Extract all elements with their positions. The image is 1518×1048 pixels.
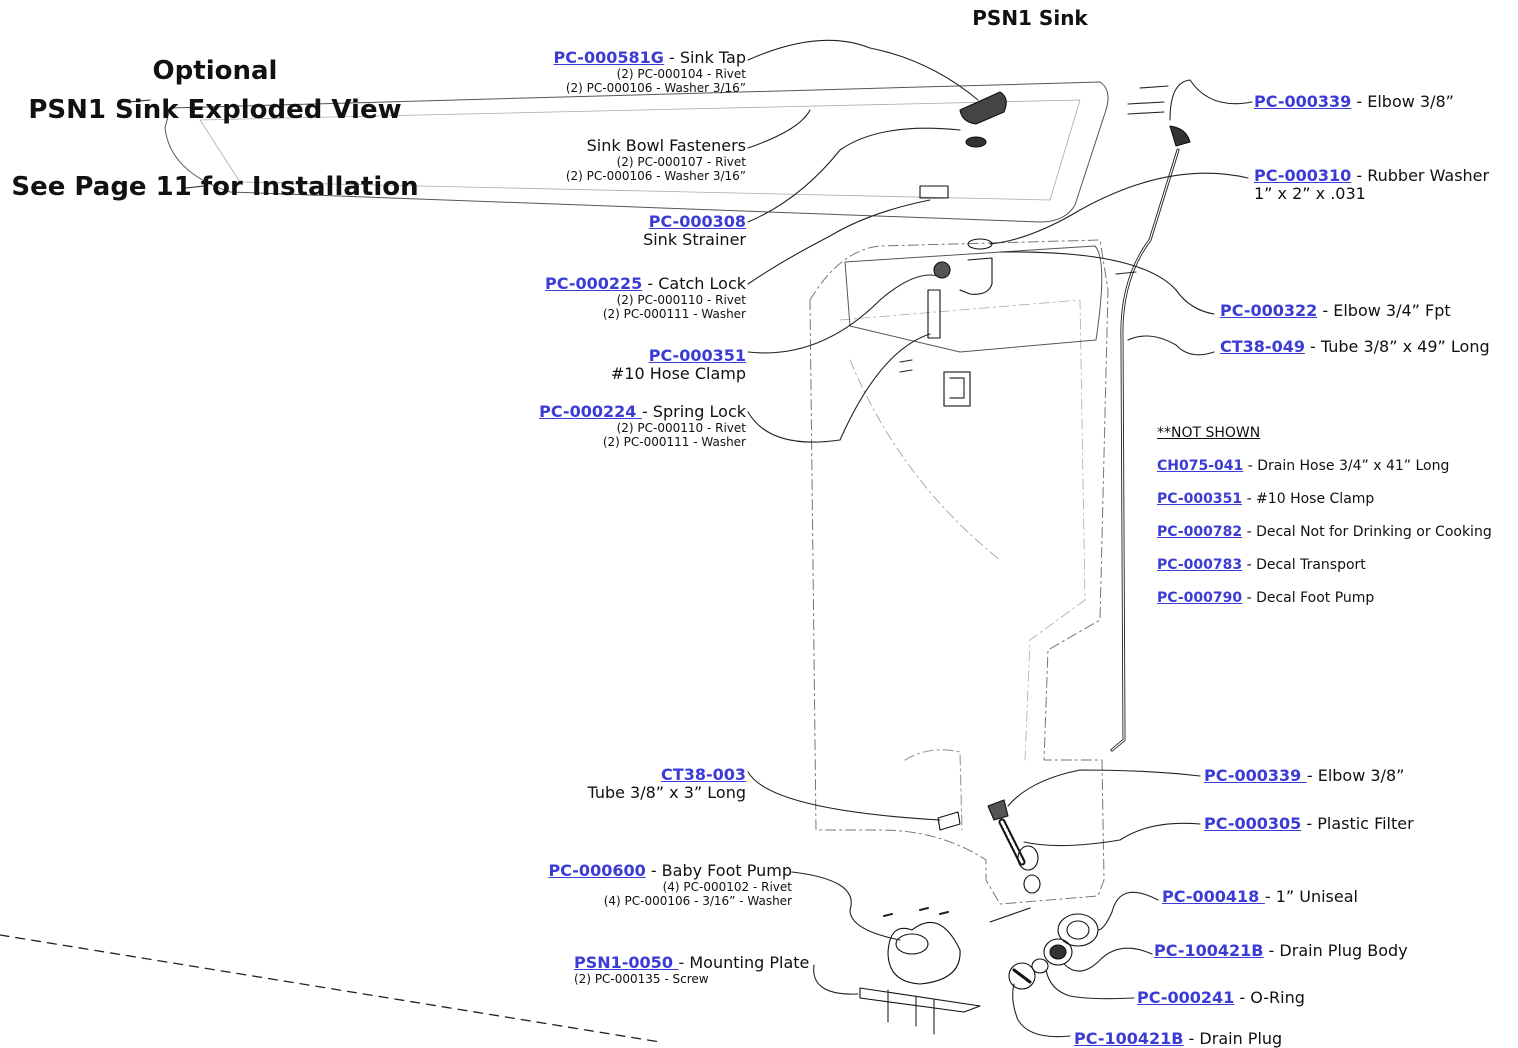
not-shown-item: PC-000783 - Decal Transport xyxy=(1157,557,1366,573)
callout-catch-lock: PC-000225 - Catch Lock (2) PC-000110 - R… xyxy=(545,274,746,322)
callout-desc: #10 Hose Clamp xyxy=(610,364,746,383)
callout-desc: - Elbow 3/8” xyxy=(1306,766,1405,785)
callout-elbow-bottom: PC-000339 - Elbow 3/8” xyxy=(1204,767,1404,785)
callout-desc: - 1” Uniseal xyxy=(1264,887,1358,906)
page-header: PSN1 Sink xyxy=(972,6,1088,30)
callout-sub: (2) PC-000107 - Rivet xyxy=(616,155,746,169)
callout-spring-lock: PC-000224 - Spring Lock (2) PC-000110 - … xyxy=(539,402,746,450)
psn-logo xyxy=(943,371,971,407)
callout-o-ring: PC-000241 - O-Ring xyxy=(1137,989,1305,1007)
side-title-optional: Optional xyxy=(152,56,278,86)
callout-desc: - Elbow 3/8” xyxy=(1351,92,1454,111)
callout-sub: (2) PC-000110 - Rivet xyxy=(616,421,746,435)
callout-sub: (2) PC-000111 - Washer xyxy=(602,435,746,449)
callout-sub: (2) PC-000106 - Washer 3/16” xyxy=(565,169,746,183)
not-shown-item: PC-000782 - Decal Not for Drinking or Co… xyxy=(1157,524,1492,540)
callout-desc: Sink Bowl Fasteners xyxy=(586,136,746,155)
part-link-o-ring[interactable]: PC-000241 xyxy=(1137,988,1235,1007)
callout-sub: (4) PC-000106 - 3/16” - Washer xyxy=(603,894,792,908)
callout-uniseal: PC-000418 - 1” Uniseal xyxy=(1162,888,1358,906)
side-title-exploded-view: PSN1 Sink Exploded View xyxy=(28,95,402,125)
tank-body xyxy=(809,239,1109,905)
part-link-decal-transport[interactable]: PC-000783 xyxy=(1157,557,1243,573)
part-link-rubber-washer[interactable]: PC-000310 xyxy=(1254,166,1352,185)
callout-sink-strainer: PC-000308 Sink Strainer xyxy=(643,213,746,249)
callout-sub: (2) PC-000106 - Washer 3/16” xyxy=(565,81,746,95)
callout-desc: - Catch Lock xyxy=(642,274,746,293)
part-link-baby-foot-pump[interactable]: PC-000600 xyxy=(548,861,646,880)
callout-drain-plug: PC-100421B - Drain Plug xyxy=(1074,1030,1282,1048)
callout-elbow-fpt: PC-000322 - Elbow 3/4” Fpt xyxy=(1220,302,1451,320)
sink-bowl xyxy=(164,81,1109,223)
callout-sub: (2) PC-000111 - Washer xyxy=(602,307,746,321)
callout-long-tube: CT38-049 - Tube 3/8” x 49” Long xyxy=(1220,338,1490,356)
callout-mounting-plate: PSN1-0050 - Mounting Plate (2) PC-000135… xyxy=(574,953,810,987)
callout-drain-plug-body: PC-100421B - Drain Plug Body xyxy=(1154,942,1408,960)
part-link-drain-hose[interactable]: CH075-041 xyxy=(1157,458,1244,474)
part-link-hose-clamp-ns[interactable]: PC-000351 xyxy=(1157,491,1243,507)
part-link-decal-drinking[interactable]: PC-000782 xyxy=(1157,524,1243,540)
callout-hose-clamp: PC-000351 #10 Hose Clamp xyxy=(611,347,746,383)
callout-sub: (2) PC-000104 - Rivet xyxy=(616,67,746,81)
callout-desc: - Baby Foot Pump xyxy=(645,861,792,880)
side-note-installation: See Page 11 for Installation xyxy=(11,172,419,202)
not-shown-desc: - #10 Hose Clamp xyxy=(1242,491,1375,507)
foot-pump-drawing xyxy=(887,921,961,985)
part-link-hose-clamp[interactable]: PC-000351 xyxy=(648,346,746,365)
callout-desc: - Sink Tap xyxy=(663,48,746,67)
callout-sub: (2) PC-000110 - Rivet xyxy=(616,293,746,307)
not-shown-desc: - Drain Hose 3/4” x 41” Long xyxy=(1243,458,1450,474)
part-link-short-tube[interactable]: CT38-003 xyxy=(661,765,746,784)
callout-desc: - Plastic Filter xyxy=(1301,814,1414,833)
not-shown-desc: - Decal Transport xyxy=(1242,557,1366,573)
part-link-mounting-plate[interactable]: PSN1-0050 xyxy=(574,953,679,972)
part-link-sink-strainer[interactable]: PC-000308 xyxy=(648,212,746,231)
drain-plug-drawing xyxy=(1008,962,1036,990)
callout-desc: Tube 3/8” x 3” Long xyxy=(587,783,746,802)
part-link-long-tube[interactable]: CT38-049 xyxy=(1220,337,1305,356)
callout-desc: - Spring Lock xyxy=(641,402,746,421)
not-shown-item: CH075-041 - Drain Hose 3/4” x 41” Long xyxy=(1157,458,1449,474)
callout-baby-foot-pump: PC-000600 - Baby Foot Pump (4) PC-000102… xyxy=(548,861,792,909)
sink-tap-drawing xyxy=(959,91,1007,125)
callout-sink-tap: PC-000581G - Sink Tap (2) PC-000104 - Ri… xyxy=(553,48,746,96)
part-link-uniseal[interactable]: PC-000418 xyxy=(1162,887,1265,906)
part-link-drain-plug-body[interactable]: PC-100421B xyxy=(1154,941,1264,960)
callout-desc: - Rubber Washer xyxy=(1351,166,1490,185)
part-link-decal-foot-pump[interactable]: PC-000790 xyxy=(1157,590,1243,606)
not-shown-heading: **NOT SHOWN xyxy=(1157,425,1261,441)
long-tube-drawing xyxy=(1110,148,1180,752)
part-link-elbow-fpt[interactable]: PC-000322 xyxy=(1220,301,1318,320)
callout-desc: - Elbow 3/4” Fpt xyxy=(1317,301,1451,320)
callout-desc: - Tube 3/8” x 49” Long xyxy=(1304,337,1490,356)
callout-desc: Sink Strainer xyxy=(643,230,746,249)
dashed-separator xyxy=(0,934,661,1042)
part-link-spring-lock[interactable]: PC-000224 xyxy=(539,402,642,421)
callout-desc: - O-Ring xyxy=(1234,988,1305,1007)
callout-desc: - Drain Plug Body xyxy=(1263,941,1408,960)
part-link-elbow-bottom[interactable]: PC-000339 xyxy=(1204,766,1307,785)
callout-sub: (2) PC-000135 - Screw xyxy=(574,972,709,986)
not-shown-item: PC-000351 - #10 Hose Clamp xyxy=(1157,491,1374,507)
not-shown-desc: - Decal Not for Drinking or Cooking xyxy=(1242,524,1492,540)
callout-desc: - Mounting Plate xyxy=(678,953,810,972)
part-link-plastic-filter[interactable]: PC-000305 xyxy=(1204,814,1302,833)
part-link-sink-tap[interactable]: PC-000581G xyxy=(553,48,664,67)
part-link-drain-plug[interactable]: PC-100421B xyxy=(1074,1029,1184,1048)
not-shown-desc: - Decal Foot Pump xyxy=(1242,590,1375,606)
callout-desc-2: 1” x 2” x .031 xyxy=(1254,184,1366,203)
uniseal-drawing xyxy=(1057,913,1099,947)
part-link-catch-lock[interactable]: PC-000225 xyxy=(545,274,643,293)
callout-plastic-filter: PC-000305 - Plastic Filter xyxy=(1204,815,1414,833)
not-shown-item: PC-000790 - Decal Foot Pump xyxy=(1157,590,1374,606)
callout-sink-bowl-fasteners: Sink Bowl Fasteners (2) PC-000107 - Rive… xyxy=(565,136,746,184)
callout-sub: (4) PC-000102 - Rivet xyxy=(662,880,792,894)
short-tube-drawing xyxy=(937,811,961,831)
part-link-elbow-top[interactable]: PC-000339 xyxy=(1254,92,1352,111)
callout-desc: - Drain Plug xyxy=(1183,1029,1283,1048)
callout-rubber-washer: PC-000310 - Rubber Washer 1” x 2” x .031 xyxy=(1254,167,1489,203)
callout-short-tube: CT38-003 Tube 3/8” x 3” Long xyxy=(587,766,746,802)
callout-elbow-top: PC-000339 - Elbow 3/8” xyxy=(1254,93,1454,111)
